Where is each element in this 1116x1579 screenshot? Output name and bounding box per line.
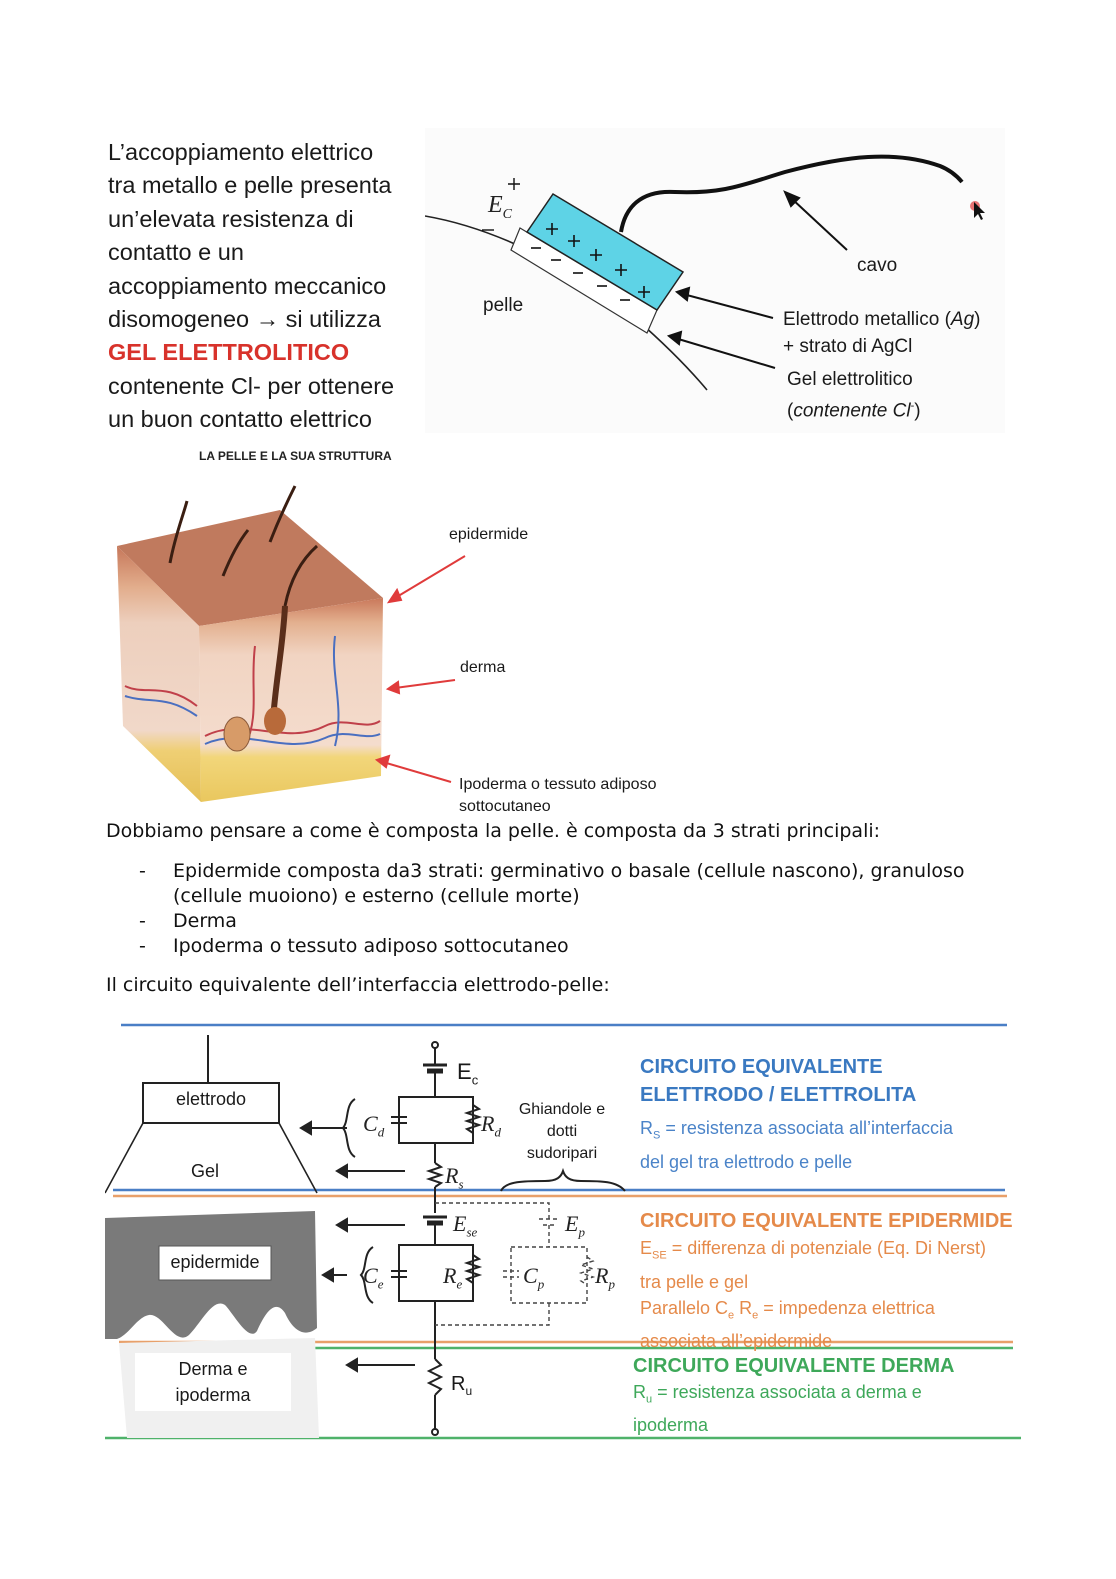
epidermide-label: epidermide (170, 1252, 260, 1272)
elettrodo-label: elettrodo (175, 1089, 247, 1109)
skin-structure-title: LA PELLE E LA SUA STRUTTURA (199, 449, 392, 463)
electrode-electrolyte-desc: CIRCUITO EQUIVALENTE ELETTRODO / ELETTRO… (640, 1056, 953, 1172)
list-item: Epidermide composta da3 strati: germinat… (107, 859, 967, 909)
re-component-label: Re (443, 1263, 463, 1292)
electrode-body (525, 192, 685, 312)
skin-layers-intro: Dobbiamo pensare a come è composta la pe… (106, 820, 881, 842)
fig1-highlight: GEL ELETTROLITICO (108, 339, 350, 366)
fig1-line: tra metallo e pelle presenta (108, 172, 392, 199)
skin-structure-figure: LA PELLE E LA SUA STRUTTURA (105, 446, 675, 815)
fig1-line: accoppiamento meccanico (108, 272, 387, 299)
fig1-line: un’elevata resistenza di (108, 205, 354, 232)
fig1-line: un buon contatto elettrico (108, 406, 372, 433)
gel-label: Gel (190, 1161, 219, 1181)
dermis-desc: CIRCUITO EQUIVALENTE DERMA Ru = resisten… (633, 1355, 955, 1435)
derma-label: derma (460, 659, 506, 676)
cd-component-label: Cd (363, 1111, 385, 1140)
epidermis-desc: CIRCUITO EQUIVALENTE EPIDERMIDE ESE = di… (640, 1210, 1013, 1352)
ep-component-label: Ep (565, 1211, 585, 1240)
electrode-skin-svg (425, 154, 985, 391)
cp-component-label: Cp (523, 1263, 545, 1292)
list-item: Derma (107, 909, 967, 934)
fig1-line: L’accoppiamento elettrico (108, 139, 374, 165)
fig1-line: contatto e un (108, 239, 244, 266)
ec-label: EC (488, 192, 513, 222)
rp-component-label: Rp (595, 1263, 615, 1292)
ce-component-label: Ce (363, 1263, 384, 1292)
skin-cube-svg (117, 485, 466, 802)
ru-component-label: Ru (451, 1373, 473, 1398)
fig1-line: contenente Cl- per ottenere (108, 372, 395, 399)
skin-layers-list: Epidermide composta da3 strati: germinat… (107, 859, 967, 959)
ec-component-label: Ec (457, 1059, 479, 1088)
rs-component-label: Rs (445, 1163, 464, 1192)
gel-label: Gel elettrolitico (contenente Cl-) (787, 369, 921, 422)
pelle-label: pelle (483, 295, 524, 316)
cavo-label: cavo (857, 255, 898, 276)
rd-component-label: Rd (481, 1111, 501, 1140)
ese-component-label: Ese (453, 1211, 478, 1240)
fig1-line: disomogeneo → si utilizza (108, 306, 381, 333)
circuit-intro: Il circuito equivalente dell’interfaccia… (106, 974, 610, 996)
cursor-icon (974, 202, 985, 220)
electrode-label: Elettrodo metallico (Ag) + strato di AgC… (783, 309, 981, 357)
epidermide-label: epidermide (449, 526, 529, 543)
ipoderma-label: Ipoderma o tessuto adiposo sottocutaneo (459, 776, 657, 815)
fig1-text-block: L’accoppiamento elettrico tra metallo e … (108, 136, 438, 437)
equivalent-circuit-svg (105, 1023, 1021, 1440)
cable (619, 154, 964, 233)
list-item: Ipoderma o tessuto adiposo sottocutaneo (107, 934, 967, 959)
electrode-skin-diagram: EC pelle cavo Elettrodo metallico (Ag) +… (425, 128, 1005, 433)
